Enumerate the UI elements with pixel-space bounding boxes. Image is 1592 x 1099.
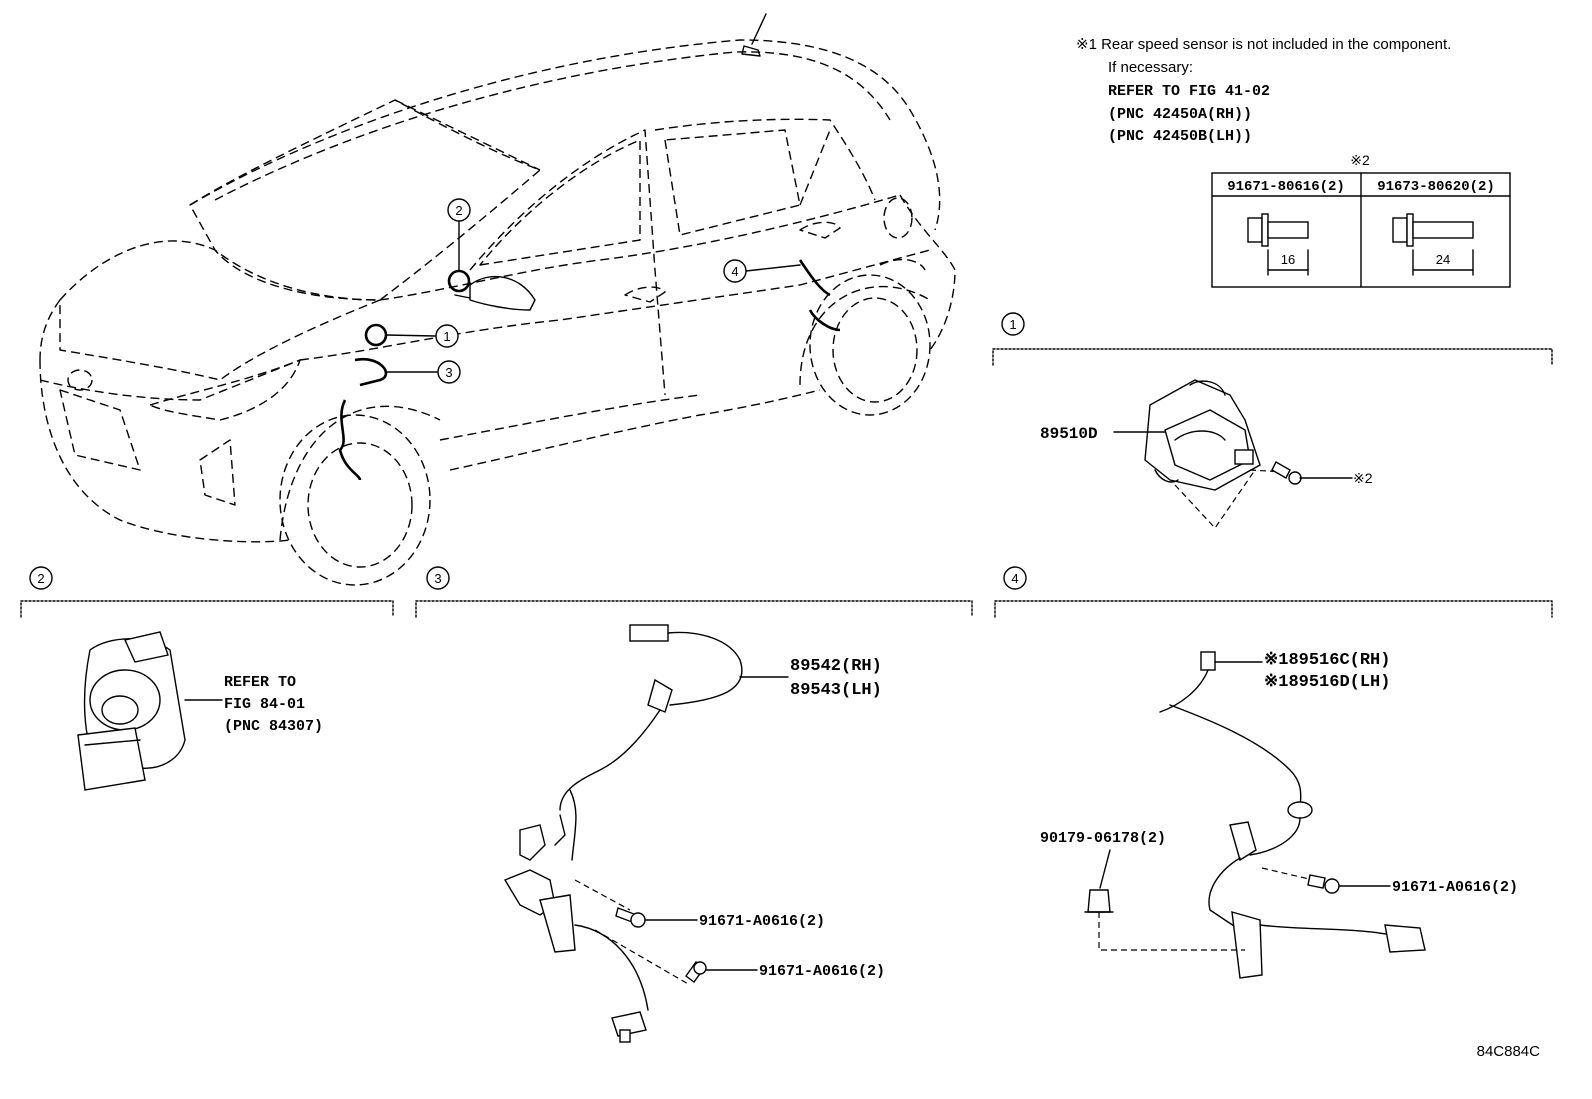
section-3: 3 91671-A0616 [415, 566, 973, 1043]
svg-text:2: 2 [37, 571, 44, 586]
svg-text:2: 2 [455, 203, 462, 218]
bolt-table: ※2 91671-80616(2) 91673-80620(2) 16 24 [1211, 152, 1511, 288]
callout-4-car: 4 [723, 259, 747, 283]
section4-bolt: 91671-A0616(2) [1392, 879, 1518, 896]
bolt-icon [615, 907, 646, 928]
svg-text:1: 1 [443, 329, 450, 344]
svg-text:4: 4 [731, 264, 738, 279]
section3-part-lh: 89543(LH) [790, 681, 882, 700]
car-illustration [39, 13, 956, 586]
yaw-rate-sensor-icon [1144, 379, 1261, 491]
section3-bolt-1: 91671-A0616(2) [699, 913, 825, 930]
bolt-col1-dim: 16 [1281, 252, 1295, 267]
flange-bolt-icon [1247, 213, 1309, 276]
section2-ref-line-2: FIG 84-01 [224, 696, 305, 713]
section-1: 1 ※2 89510D [992, 312, 1553, 529]
bolt-icon [685, 961, 707, 983]
section-4: 4 91671-A0616(2) 90179-06178(2) [994, 566, 1553, 979]
note-line-1: ※1 Rear speed sensor is not included in … [1076, 36, 1451, 53]
note-line-2: If necessary: [1108, 59, 1193, 76]
section1-bolt-ref: ※2 [1353, 470, 1373, 486]
clip-icon [1084, 889, 1114, 913]
flange-bolt-long-icon [1392, 213, 1474, 276]
bolt-icon [1271, 461, 1302, 485]
svg-text:1: 1 [1009, 317, 1016, 332]
section3-part-rh: 89542(RH) [790, 657, 882, 676]
bolt-col1-header: 91671-80616(2) [1227, 179, 1345, 195]
note-line-4: (PNC 42450A(RH)) [1108, 106, 1252, 123]
note-block: ※1 Rear speed sensor is not included in … [1076, 36, 1451, 145]
front-speed-sensor-icon [503, 624, 743, 1043]
bolt-col2-header: 91673-80620(2) [1377, 179, 1495, 195]
section4-part-lh: ※189516D(LH) [1264, 673, 1390, 692]
section1-part-number: 89510D [1040, 425, 1098, 443]
rear-speed-sensor-harness-icon [1159, 651, 1426, 979]
note-line-5: (PNC 42450B(LH)) [1108, 128, 1252, 145]
figure-code: 84C884C [1477, 1043, 1541, 1060]
callout-3-car: 3 [437, 360, 461, 384]
section-2: 2 REFER TO FIG 84-01 (PNC 84307) [20, 566, 394, 791]
note-line-3: REFER TO FIG 41-02 [1108, 83, 1270, 100]
section4-clip: 90179-06178(2) [1040, 830, 1166, 847]
section4-part-rh: ※189516C(RH) [1264, 651, 1390, 670]
svg-text:3: 3 [445, 365, 452, 380]
callout-2-car: 2 [447, 198, 471, 222]
spiral-cable-icon [77, 631, 186, 791]
bolt-col2-dim: 24 [1436, 252, 1450, 267]
section3-bolt-2: 91671-A0616(2) [759, 963, 885, 980]
svg-text:3: 3 [434, 571, 441, 586]
svg-text:4: 4 [1011, 571, 1018, 586]
section2-ref-line-3: (PNC 84307) [224, 718, 323, 735]
section2-ref-line-1: REFER TO [224, 674, 296, 691]
callout-1-car: 1 [435, 324, 459, 348]
bolt-icon [1307, 874, 1340, 894]
bolt-table-mark: ※2 [1350, 152, 1370, 168]
